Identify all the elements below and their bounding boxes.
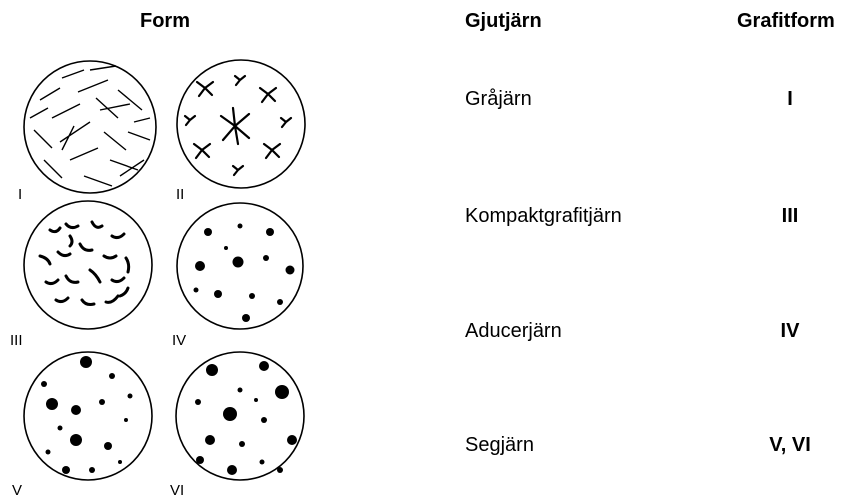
iron-type-label: Kompaktgrafitjärn [465,205,622,227]
form-header: Form [140,10,190,32]
graphite-circle-v [23,351,153,481]
iron-type-label: Aducerjärn [465,320,562,342]
label-circle-iv: IV [172,332,187,349]
graphite-form-header: Grafitform [737,10,835,32]
label-circle-i: I [18,186,23,203]
label-circle-ii: II [176,186,185,203]
graphite-shapes-figure [23,59,306,481]
cast-iron-header: Gjutjärn [465,10,542,32]
iron-type-label: Gråjärn [465,88,532,110]
graphite-form-value: I [787,88,793,110]
graphite-form-value: III [781,205,799,227]
label-circle-iii: III [10,332,23,349]
label-circle-v: V [12,482,23,499]
label-circle-vi: VI [170,482,185,499]
graphite-circle-i [23,60,157,194]
graphite-circle-vi [175,351,305,481]
graphite-form-value: IV [780,320,800,342]
graphite-circle-iv [176,202,304,330]
graphite-circle-iii [23,200,153,330]
iron-type-label: Segjärn [465,434,534,456]
graphite-circle-ii [176,59,306,189]
graphite-form-value: V, VI [769,434,811,456]
